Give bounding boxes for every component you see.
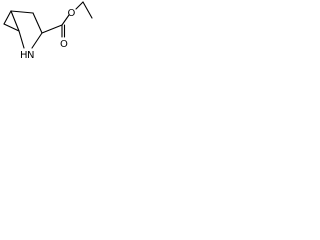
bond-c2-c3 — [10, 10, 20, 32]
bond-c1-c2 — [3, 10, 12, 25]
bond-c4-c5 — [32, 12, 43, 34]
bond-n-c3 — [18, 30, 25, 49]
bond-c1-c3 — [3, 23, 20, 32]
carbonyl-oxygen-label: O — [60, 39, 68, 50]
bond-c5-n — [31, 32, 43, 49]
ester-oxygen-label: O — [68, 8, 76, 19]
bond-ch2-ch3 — [82, 1, 93, 19]
ring-nitrogen-label: N — [27, 50, 34, 61]
bond-ester-o-ch2 — [75, 1, 84, 10]
bond-c2-c4 — [10, 10, 34, 14]
ring-nitrogen-hydrogen-label: H — [20, 50, 28, 61]
structural-formula: O O H N — [3, 1, 93, 61]
bond-c5-carbonyl — [41, 24, 63, 34]
bond-carbonyl-ester-o — [61, 14, 70, 26]
